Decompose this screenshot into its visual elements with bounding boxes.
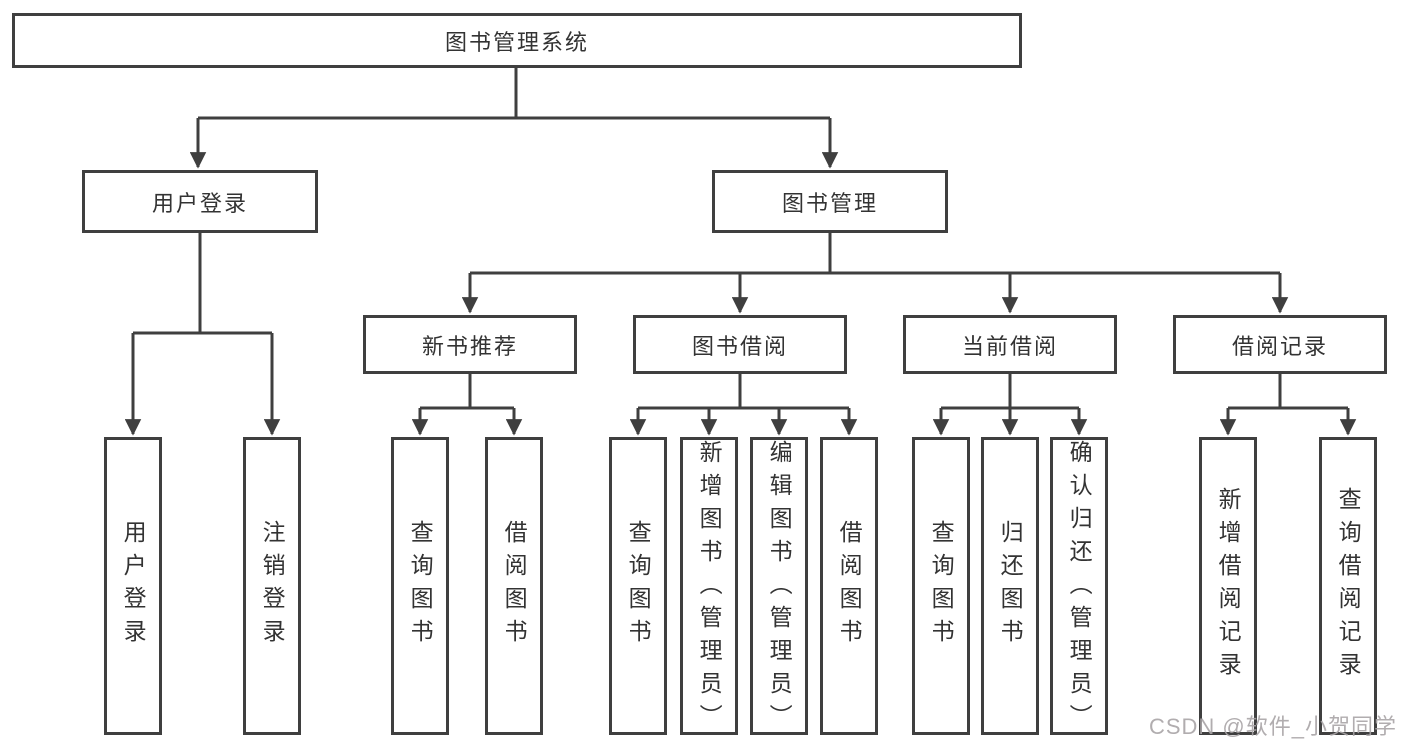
leaf-logout: 注销登录 bbox=[243, 437, 301, 735]
leaf-edit-book-admin-label: 编辑图书（管理员） bbox=[766, 440, 793, 737]
leaf-add-borrow-record-label: 新增借阅记录 bbox=[1215, 487, 1242, 685]
leaf-user-login: 用户登录 bbox=[104, 437, 162, 735]
leaf-query-books-recommend-label: 查询图书 bbox=[407, 520, 434, 652]
node-new-book-recommend-label: 新书推荐 bbox=[421, 333, 518, 359]
leaf-add-book-admin: 新增图书（管理员） bbox=[680, 437, 738, 737]
leaf-return-book: 归还图书 bbox=[981, 437, 1039, 735]
leaf-query-books-borrow-label: 查询图书 bbox=[625, 520, 652, 652]
leaf-borrow-books: 借阅图书 bbox=[820, 437, 878, 735]
leaf-query-borrow-record: 查询借阅记录 bbox=[1319, 437, 1377, 735]
leaf-user-login-label: 用户登录 bbox=[120, 520, 147, 652]
node-borrow-records-label: 借阅记录 bbox=[1231, 333, 1328, 359]
node-user-login: 用户登录 bbox=[82, 170, 318, 233]
leaf-add-book-admin-label: 新增图书（管理员） bbox=[696, 440, 723, 737]
node-current-borrow-label: 当前借阅 bbox=[961, 333, 1058, 359]
leaf-confirm-return-admin-label: 确认归还（管理员） bbox=[1066, 440, 1093, 737]
node-borrow-records: 借阅记录 bbox=[1173, 315, 1387, 374]
node-root: 图书管理系统 bbox=[12, 13, 1022, 68]
leaf-logout-label: 注销登录 bbox=[259, 520, 286, 652]
node-book-borrow-label: 图书借阅 bbox=[691, 333, 788, 359]
leaf-query-books-current-label: 查询图书 bbox=[928, 520, 955, 652]
leaf-query-books-current: 查询图书 bbox=[912, 437, 970, 735]
leaf-borrow-books-label: 借阅图书 bbox=[836, 520, 863, 652]
leaf-add-borrow-record: 新增借阅记录 bbox=[1199, 437, 1257, 735]
node-book-management: 图书管理 bbox=[712, 170, 948, 233]
csdn-watermark: CSDN @软件_小贺同学 bbox=[1148, 714, 1397, 739]
leaf-return-book-label: 归还图书 bbox=[997, 520, 1024, 652]
node-book-management-label: 图书管理 bbox=[781, 190, 878, 216]
leaf-query-borrow-record-label: 查询借阅记录 bbox=[1335, 487, 1362, 685]
leaf-query-books-borrow: 查询图书 bbox=[609, 437, 667, 735]
node-new-book-recommend: 新书推荐 bbox=[363, 315, 577, 374]
leaf-query-books-recommend: 查询图书 bbox=[391, 437, 449, 735]
leaf-borrow-books-recommend: 借阅图书 bbox=[485, 437, 543, 735]
node-user-login-label: 用户登录 bbox=[151, 190, 248, 216]
leaf-borrow-books-recommend-label: 借阅图书 bbox=[501, 520, 528, 652]
node-current-borrow: 当前借阅 bbox=[903, 315, 1117, 374]
node-book-borrow: 图书借阅 bbox=[633, 315, 847, 374]
node-root-label: 图书管理系统 bbox=[444, 29, 589, 55]
leaf-confirm-return-admin: 确认归还（管理员） bbox=[1050, 437, 1108, 737]
leaf-edit-book-admin: 编辑图书（管理员） bbox=[750, 437, 808, 737]
